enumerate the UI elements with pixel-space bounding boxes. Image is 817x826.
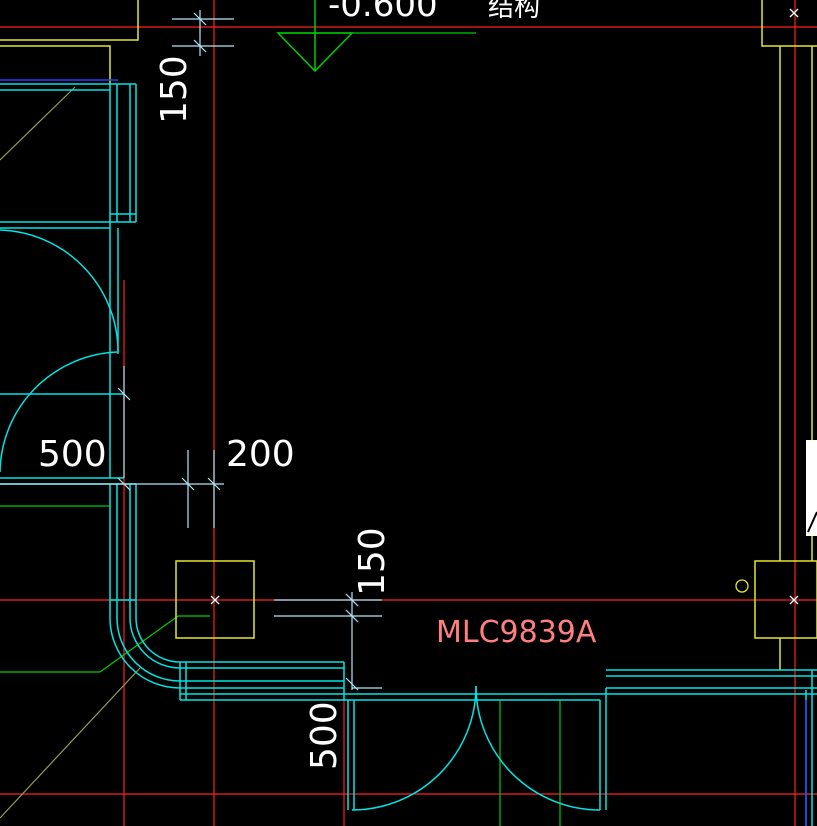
blue-lines [0,79,807,826]
column-outlines [0,0,817,670]
dim-200: 200 [226,434,295,475]
structure-note: 结构 [488,0,540,23]
walls [0,83,817,826]
triangle-elevation-icon [276,0,354,73]
dimension-lines [0,10,382,691]
door-label: MLC9839A [436,615,597,650]
green-lines [0,32,561,826]
column-x-icon [210,8,799,605]
circle-marker-icon [735,579,749,593]
dim-150-top: 150 [154,55,195,124]
dim-500-bottom: 500 [304,701,345,770]
edge-mark [807,511,817,533]
dim-500-left: 500 [38,434,107,475]
dim-150-right: 150 [352,527,393,596]
elevation-text: -0.600 [328,0,438,25]
diagonal-lines [0,86,141,819]
edge-fill [806,440,817,536]
